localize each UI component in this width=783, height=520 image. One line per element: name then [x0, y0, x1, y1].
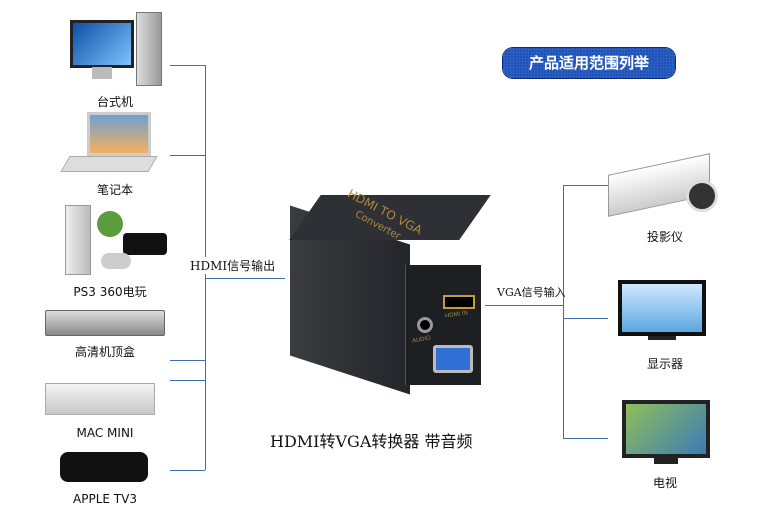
display-label: 电视 [652, 476, 677, 490]
hdmi-port [443, 295, 475, 309]
connector [170, 360, 205, 361]
apple-tv-icon [60, 452, 148, 482]
source-label: 台式机 [96, 95, 133, 109]
hdmi-to-vga-converter: HDMI TO VGA Converter HDMI IN AUDIO [285, 186, 491, 395]
projector-icon [608, 150, 720, 220]
source-label: APPLE TV3 [73, 492, 137, 506]
right-connector-vertical [563, 185, 564, 438]
source-label: 笔记本 [96, 183, 133, 197]
source-label: PS3 360电玩 [73, 285, 147, 299]
hdmi-output-label: HDMI信号输出 [190, 257, 276, 274]
connector [485, 305, 563, 306]
connector [170, 65, 205, 66]
source-label: 高清机顶盒 [74, 345, 135, 359]
vga-input-label: VGA信号输入 [497, 286, 566, 299]
connector [563, 438, 608, 439]
product-caption: HDMI转VGA转换器 带音频 [270, 432, 473, 451]
monitor-icon [618, 280, 706, 340]
product-scope-banner: 产品适用范围列举 [503, 48, 675, 78]
desktop-computer-icon [70, 12, 162, 87]
laptop-icon [60, 112, 158, 174]
audio-port [417, 317, 433, 333]
connector [563, 185, 608, 186]
connector [170, 155, 205, 156]
set-top-box-icon [45, 310, 165, 336]
game-console-icon [65, 205, 170, 275]
connector [563, 318, 608, 319]
vga-port [433, 345, 473, 373]
connector [170, 470, 205, 471]
tv-icon [622, 400, 710, 468]
source-label: MAC MINI [76, 426, 134, 440]
mac-mini-icon [45, 383, 155, 415]
connector [205, 278, 285, 279]
display-label: 投影仪 [646, 230, 683, 244]
display-label: 显示器 [646, 357, 683, 371]
connector [170, 380, 205, 381]
